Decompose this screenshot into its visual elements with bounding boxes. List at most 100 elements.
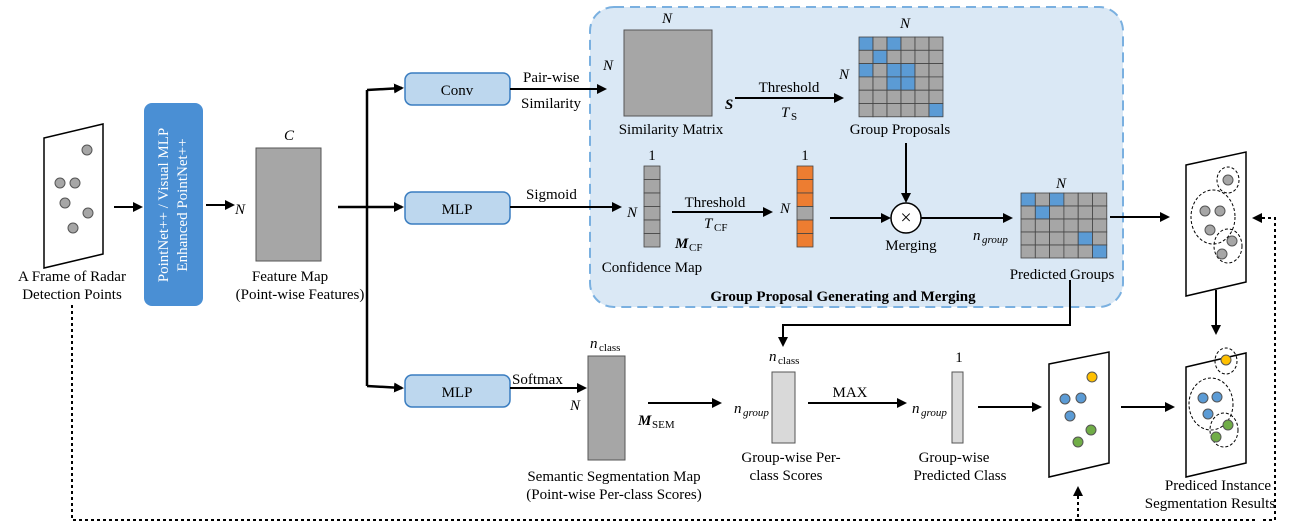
predicted-group-cell <box>1020 244 1036 259</box>
filtered-dim-top: 1 <box>801 148 809 164</box>
group-proposal-cell <box>858 103 874 118</box>
semantic-symbol: M <box>637 413 652 429</box>
group-proposal-cell <box>886 63 902 78</box>
semantic-dim-n: n <box>590 336 598 352</box>
predicted-group-cell <box>1020 231 1036 246</box>
group-proposal-cell <box>928 103 944 118</box>
gw-scores-label-2: class Scores <box>750 468 823 484</box>
max-label: MAX <box>832 385 867 401</box>
filtered-confidence-cell <box>796 165 814 180</box>
backbone-line-1: PointNet++ / Visual MLP <box>156 128 172 283</box>
confidence-cell <box>643 233 661 248</box>
gw-class-dim-top: 1 <box>955 350 963 366</box>
predicted-group-cell <box>1049 231 1065 246</box>
group-proposal-cell <box>886 36 902 51</box>
group-proposal-cell <box>928 63 944 78</box>
predicted-group-cell <box>1092 244 1108 259</box>
group-proposal-cell <box>872 89 888 104</box>
group-proposal-cell <box>928 89 944 104</box>
predicted-group-cell <box>1063 244 1079 259</box>
predicted-groups-dim-top: N <box>1055 176 1067 192</box>
confidence-cell <box>643 165 661 180</box>
feature-map-dim-n: N <box>234 202 246 218</box>
conv-label: Conv <box>441 83 474 99</box>
input-label-1: A Frame of Radar <box>18 269 126 285</box>
input-radar-frame <box>43 123 104 269</box>
group-proposal-cell <box>914 49 930 64</box>
group-proposal-cell <box>900 76 916 91</box>
predicted-group-cell <box>1092 205 1108 220</box>
group-proposal-cell <box>858 36 874 51</box>
similarity-dim-left: N <box>602 58 614 74</box>
input-label-2: Detection Points <box>22 287 122 303</box>
mlp-label-2: MLP <box>442 385 473 401</box>
group-proposal-cell <box>872 76 888 91</box>
feature-map-label-2: (Point-wise Features) <box>236 287 365 303</box>
predicted-group-cell <box>1034 244 1051 259</box>
confidence-cell <box>643 219 661 234</box>
threshold-s-label: Threshold <box>759 80 820 96</box>
predicted-group-cell <box>1077 218 1093 233</box>
gw-class-dim-sub: group <box>921 407 947 419</box>
semantic-dim-sub: class <box>599 342 620 354</box>
gw-class-label-1: Group-wise <box>919 450 990 466</box>
confidence-map-column <box>643 165 661 248</box>
predicted-group-cell <box>1034 218 1051 233</box>
group-proposal-cell <box>858 89 874 104</box>
result-label-1: Prediced Instance <box>1165 478 1272 494</box>
predicted-group-cell <box>1077 205 1093 220</box>
gw-class-label-2: Predicted Class <box>914 468 1007 484</box>
group-proposal-cell <box>872 36 888 51</box>
group-proposal-cell <box>900 63 916 78</box>
group-proposals-dim-left: N <box>838 67 850 83</box>
group-proposal-cell <box>886 76 902 91</box>
gw-scores-dim-left-sub: group <box>743 407 769 419</box>
confidence-symbol: M <box>674 236 689 252</box>
pairwise-label-1: Pair-wise <box>523 70 580 86</box>
confidence-cell <box>643 192 661 207</box>
result-label-2: Segmentation Results <box>1145 496 1276 512</box>
semantic-label-1: Semantic Segmentation Map <box>527 469 700 485</box>
filtered-confidence-cell <box>796 179 814 194</box>
filtered-confidence-column <box>796 165 814 248</box>
group-proposal-cell <box>886 103 902 118</box>
filtered-confidence-cell <box>796 206 814 221</box>
predicted-group-cell <box>1020 192 1036 207</box>
predicted-group-cell <box>1049 244 1065 259</box>
group-proposal-cell <box>914 63 930 78</box>
similarity-dim-top: N <box>661 11 673 27</box>
semantic-label-2: (Point-wise Per-class Scores) <box>526 487 702 503</box>
gw-class-dim-n: n <box>912 401 920 417</box>
semantic-sub: SEM <box>652 419 675 431</box>
filtered-confidence-cell <box>796 192 814 207</box>
group-proposal-cell <box>872 63 888 78</box>
group-proposal-cell <box>928 76 944 91</box>
confidence-dim-top: 1 <box>648 148 656 164</box>
confidence-dim-left: N <box>626 205 638 221</box>
group-proposal-cell <box>928 36 944 51</box>
instance-results-frame <box>1185 347 1247 478</box>
predicted-group-cell <box>1049 218 1065 233</box>
pairwise-label-2: Similarity <box>521 96 582 112</box>
semantic-dim-left: N <box>569 398 581 414</box>
threshold-s-symbol: T <box>781 105 791 121</box>
group-module-title: Group Proposal Generating and Merging <box>710 289 976 305</box>
predicted-group-cell <box>1049 192 1065 207</box>
threshold-cf-label: Threshold <box>685 195 746 211</box>
threshold-s-sub: S <box>791 111 797 123</box>
group-proposal-cell <box>914 76 930 91</box>
group-proposal-cell <box>900 103 916 118</box>
confidence-cell <box>643 206 661 221</box>
backbone-line-2: Enhanced PointNet++ <box>175 138 191 271</box>
groupwise-class-block <box>951 371 964 444</box>
predicted-group-cell <box>1049 205 1065 220</box>
semantic-map-block <box>587 355 626 461</box>
predicted-groups-dim-n: n <box>973 228 981 244</box>
merging-label: Merging <box>885 238 937 254</box>
predicted-group-cell <box>1063 205 1079 220</box>
feature-map-block <box>255 147 322 262</box>
gw-scores-dim-left-n: n <box>734 401 742 417</box>
filtered-confidence-cell <box>796 219 814 234</box>
group-proposal-cell <box>914 36 930 51</box>
